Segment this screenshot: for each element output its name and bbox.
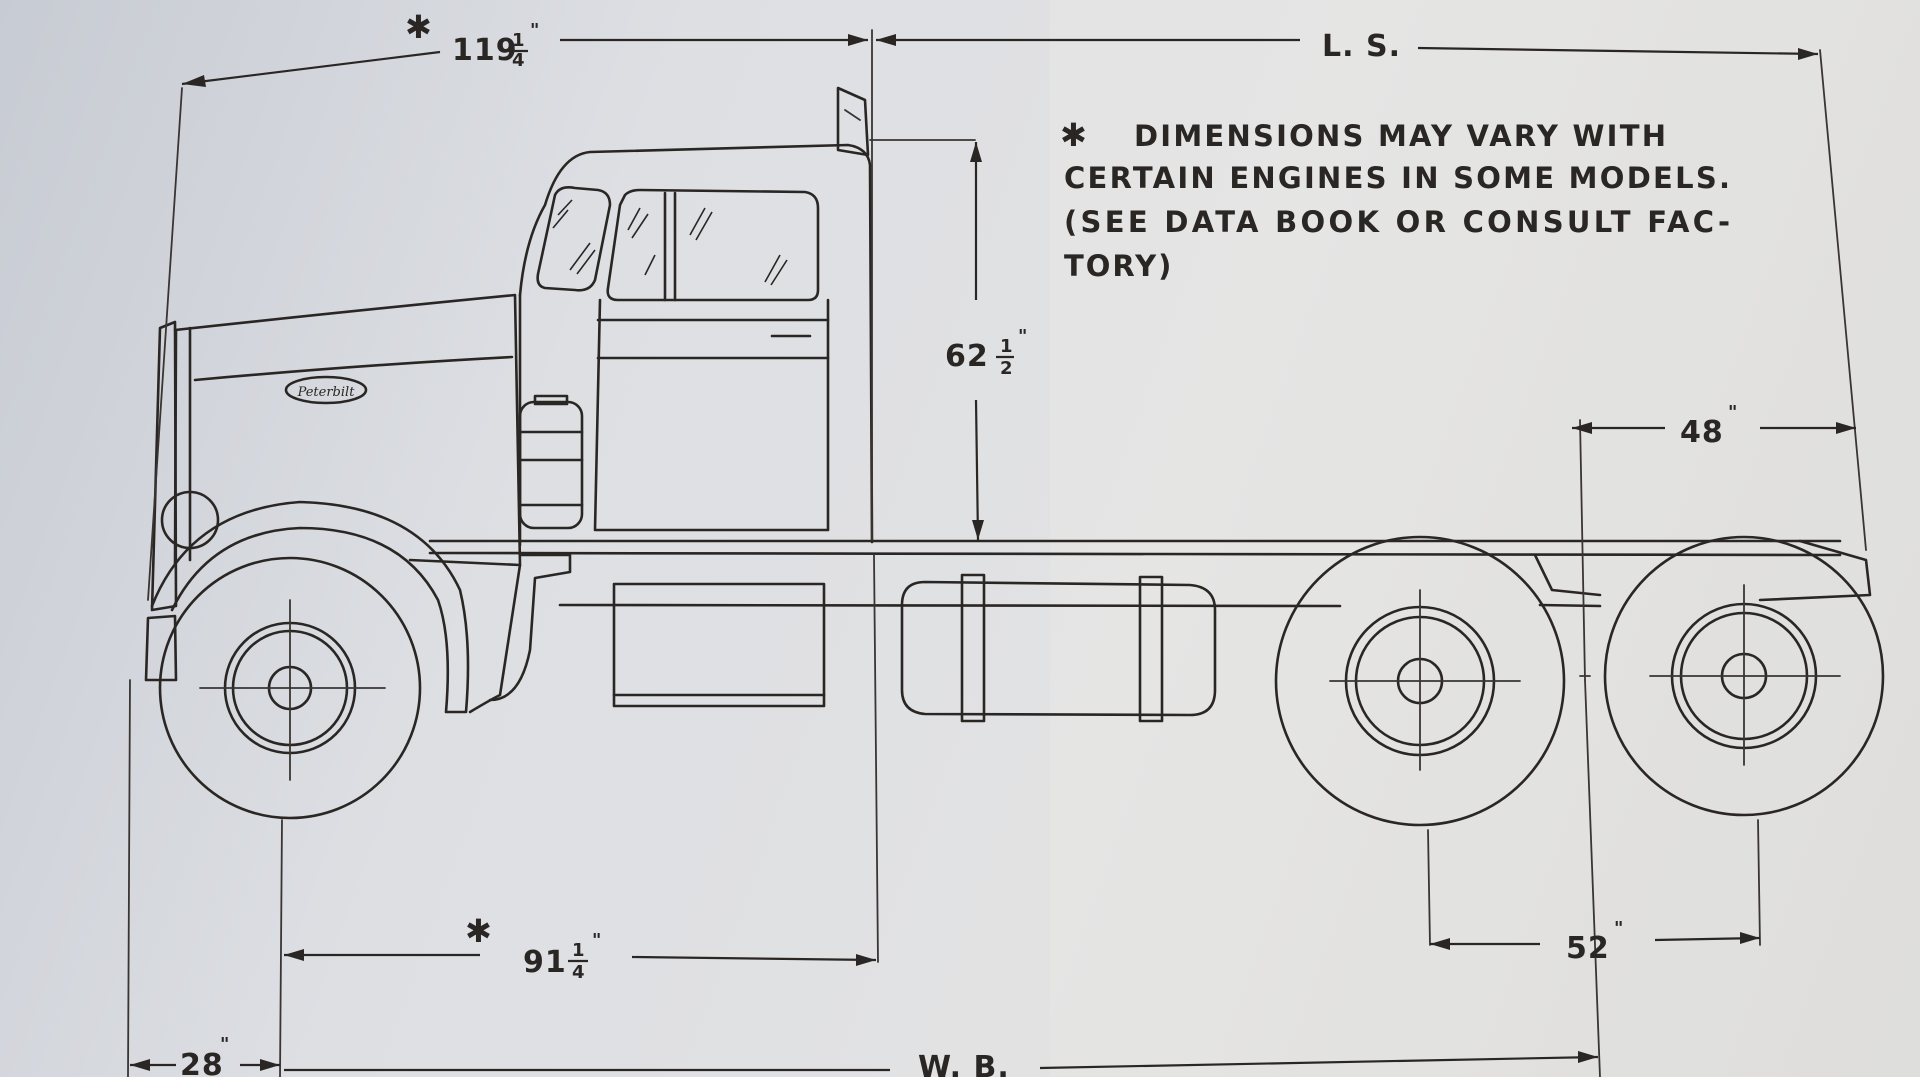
extension-lines [127,29,1867,1077]
dim-28-value: 28 [180,1048,224,1077]
dim-119-whole: 119 [452,33,518,68]
dim-91-frac-num: 1 [572,940,585,961]
cab-door [593,298,830,532]
truck-outline: Peterbilt [144,86,1885,827]
battery-box [612,582,826,708]
footnote-line-4: TORY) [1064,249,1173,283]
front-wheel [158,556,422,820]
exhaust-stack [836,86,870,157]
dim-wheelbase: W. B. [284,1050,1599,1077]
dim-62-frac-den: 2 [1000,358,1013,379]
footnote-asterisk: ✱ [1060,116,1087,154]
dim-62-whole: 62 [945,339,989,374]
dim-91-whole: 91 [523,945,567,980]
dim-ls-label: L. S. [1322,29,1401,64]
fuel-tank [900,573,1217,723]
dim-bumper-to-back-of-cab: ✱ 119 1 4 " [181,8,868,87]
door-window [606,188,820,302]
asterisk-marker-2: ✱ [465,912,492,950]
windshield [536,186,612,292]
dim-tandem-spread: 52 " [1430,918,1761,966]
air-cleaner [518,394,584,530]
footnote-line-3: (SEE DATA BOOK OR CONSULT FAC- [1064,205,1732,239]
dim-rear-overhang: 48 " [1572,402,1856,450]
dim-91-inch: " [592,930,601,951]
dim-62-frac-num: 1 [1000,336,1013,357]
dim-62-inch: " [1018,326,1027,347]
footnote: ✱ DIMENSIONS MAY VARY WITH CERTAIN ENGIN… [1060,116,1732,283]
dim-52-value: 52 [1566,931,1610,966]
dim-48-value: 48 [1680,415,1724,450]
dim-119-inch: " [530,20,539,41]
dim-48-inch: " [1728,402,1737,423]
dim-52-inch: " [1614,918,1623,939]
rear-wheel-forward [1274,535,1566,827]
front-fender [150,500,572,714]
frame-rail [428,539,1872,608]
dim-119-frac-num: 1 [512,30,525,51]
footnote-line-2: CERTAIN ENGINES IN SOME MODELS. [1064,161,1732,195]
dim-front-overhang: 28 " [130,1034,280,1077]
asterisk-marker: ✱ [405,8,432,46]
hood [173,293,522,567]
footnote-line-1: DIMENSIONS MAY VARY WITH [1134,119,1668,153]
dim-28-inch: " [220,1034,229,1055]
dim-lift-span: L. S. [876,29,1819,64]
hood-emblem: Peterbilt [284,375,368,405]
page-shade [1050,0,1920,1077]
grille [144,320,220,682]
dim-wb-label: W. B. [918,1050,1010,1077]
dim-119-frac-den: 4 [512,50,525,71]
rear-wheel-rearward [1603,535,1885,817]
cab [518,86,874,547]
dim-cab-height: 62 1 2 " [945,142,1027,541]
dim-front-axle-to-back-of-cab: ✱ 91 1 4 " [284,912,877,983]
dim-91-frac-den: 4 [572,962,585,983]
emblem-text: Peterbilt [297,385,356,400]
